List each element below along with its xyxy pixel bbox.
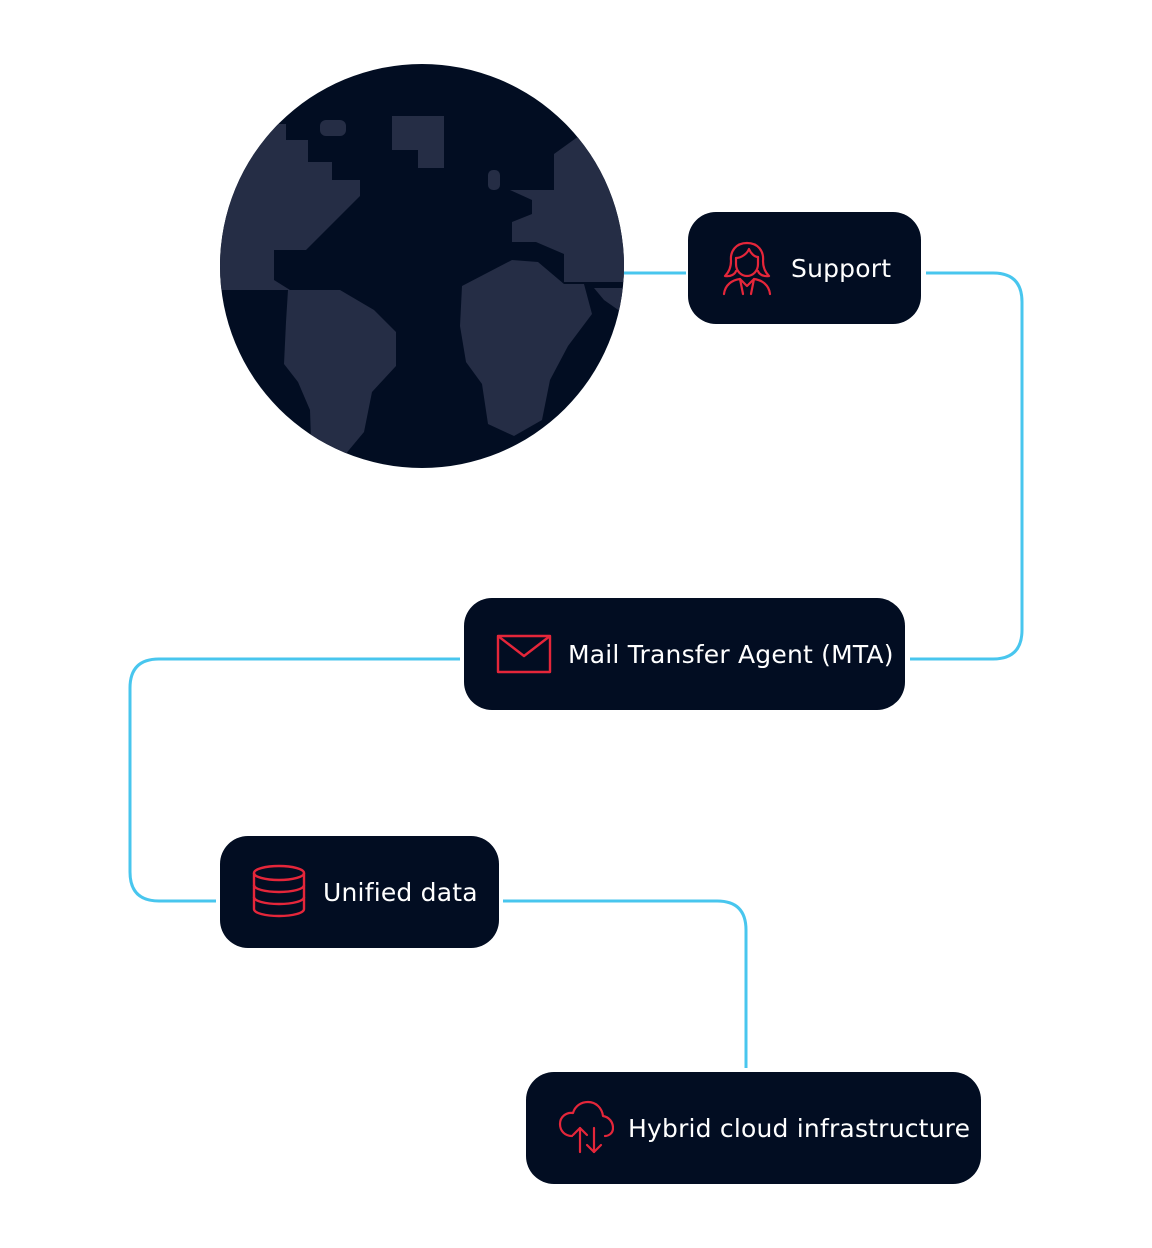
connector-unified-hybrid (503, 899, 748, 1068)
globe-icon (220, 64, 624, 468)
hybrid-cloud-label: Hybrid cloud infrastructure (628, 1113, 971, 1143)
connector-mta-unified (128, 657, 460, 903)
support-node[interactable]: Support (688, 212, 921, 324)
globe-continents (220, 116, 624, 468)
envelope-icon (496, 634, 552, 674)
cloud-sync-icon (558, 1100, 614, 1156)
unified-data-node[interactable]: Unified data (220, 836, 499, 948)
unified-data-label: Unified data (323, 877, 478, 907)
mta-label: Mail Transfer Agent (MTA) (568, 639, 894, 669)
database-icon (251, 864, 307, 920)
mta-node[interactable]: Mail Transfer Agent (MTA) (464, 598, 905, 710)
hybrid-cloud-node[interactable]: Hybrid cloud infrastructure (526, 1072, 981, 1184)
connector-support-mta (910, 271, 1024, 661)
support-label: Support (791, 253, 892, 283)
support-agent-icon (721, 240, 773, 296)
